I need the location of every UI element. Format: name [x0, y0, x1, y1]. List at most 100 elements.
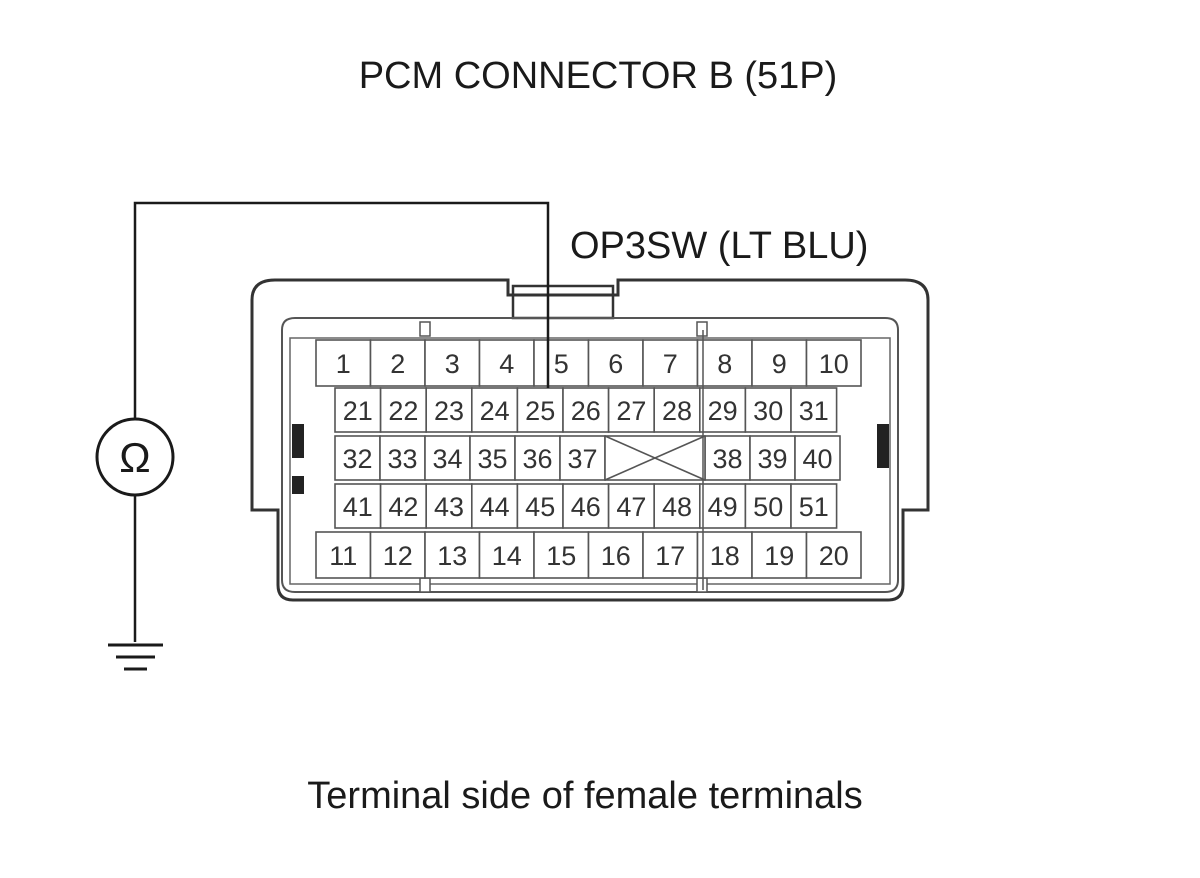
terminal-label: 12: [383, 541, 413, 571]
connector-latch: [511, 284, 615, 320]
terminal-label: 11: [329, 541, 357, 571]
ohmmeter-icon: Ω: [95, 417, 175, 497]
terminal-label: 8: [717, 349, 732, 379]
terminal-label: 6: [608, 349, 623, 379]
terminal-19: 19: [751, 531, 808, 579]
wire-label: OP3SW (LT BLU): [570, 225, 868, 267]
terminal-12: 12: [369, 531, 426, 579]
terminal-13: 13: [424, 531, 481, 579]
terminal-3: 3: [424, 339, 481, 387]
terminal-22: 22: [379, 387, 428, 433]
terminal-label: 28: [662, 396, 692, 426]
terminal-label: 13: [437, 541, 467, 571]
terminal-10: 10: [805, 339, 862, 387]
blank-cavity: [604, 435, 706, 481]
terminal-label: 10: [819, 349, 849, 379]
terminal-21: 21: [334, 387, 382, 433]
connector-housing: [250, 278, 930, 602]
terminal-label: 16: [601, 541, 631, 571]
key-tab-bottom-right: [696, 577, 708, 593]
terminal-label: 1: [336, 349, 351, 379]
terminal-7: 7: [642, 339, 699, 387]
terminal-label: 5: [554, 349, 569, 379]
terminal-label: 36: [522, 444, 552, 474]
terminal-label: 32: [342, 444, 372, 474]
terminal-label: 37: [567, 444, 597, 474]
side-lock-left-lower: [292, 476, 304, 494]
terminal-label: 38: [712, 444, 742, 474]
side-lock-right: [877, 424, 889, 468]
terminal-49: 49: [698, 483, 747, 529]
terminal-1: 1: [315, 339, 372, 387]
terminal-42: 42: [379, 483, 428, 529]
connector-inner-face: [281, 317, 899, 593]
terminal-label: 39: [757, 444, 787, 474]
terminal-label: 41: [343, 492, 373, 522]
terminal-33: 33: [379, 435, 426, 481]
terminal-label: 46: [571, 492, 601, 522]
terminal-label: 9: [772, 349, 787, 379]
terminal-label: 19: [764, 541, 794, 571]
terminal-label: 7: [663, 349, 678, 379]
terminal-label: 50: [753, 492, 783, 522]
diagram-title: PCM CONNECTOR B (51P): [359, 55, 838, 97]
terminal-label: 2: [390, 349, 405, 379]
terminal-11: 11: [315, 531, 372, 579]
terminal-8: 8: [696, 339, 753, 387]
terminal-38: 38: [704, 435, 751, 481]
key-tab-top-right: [696, 321, 708, 337]
terminal-label: 51: [799, 492, 829, 522]
terminal-47: 47: [607, 483, 655, 529]
terminal-25: 25: [516, 387, 564, 433]
terminal-label: 29: [708, 396, 738, 426]
terminal-label: 17: [655, 541, 685, 571]
terminal-5: 5: [533, 339, 590, 387]
terminal-label: 42: [388, 492, 418, 522]
terminal-31: 31: [790, 387, 838, 433]
key-tab-bottom-left: [419, 577, 431, 593]
terminal-label: 25: [525, 396, 555, 426]
terminal-43: 43: [425, 483, 473, 529]
terminal-27: 27: [607, 387, 655, 433]
connector-cavity: [289, 337, 891, 585]
terminal-label: 34: [432, 444, 462, 474]
terminal-label: 3: [445, 349, 460, 379]
terminal-label: 21: [343, 396, 373, 426]
terminal-label: 48: [662, 492, 692, 522]
ohm-symbol: Ω: [119, 434, 150, 481]
terminal-label: 35: [477, 444, 507, 474]
terminal-4: 4: [478, 339, 535, 387]
terminal-2: 2: [369, 339, 426, 387]
terminal-46: 46: [562, 483, 610, 529]
terminal-26: 26: [562, 387, 610, 433]
terminal-39: 39: [749, 435, 796, 481]
terminal-50: 50: [744, 483, 792, 529]
terminal-label: 45: [525, 492, 555, 522]
caption: Terminal side of female terminals: [307, 775, 862, 817]
terminal-44: 44: [470, 483, 519, 529]
terminal-41: 41: [334, 483, 382, 529]
side-lock-left-upper: [292, 424, 304, 458]
terminal-label: 4: [499, 349, 514, 379]
terminal-34: 34: [424, 435, 471, 481]
terminal-label: 30: [753, 396, 783, 426]
terminal-label: 15: [546, 541, 576, 571]
terminal-label: 40: [802, 444, 832, 474]
terminal-36: 36: [514, 435, 561, 481]
terminal-label: 24: [480, 396, 510, 426]
terminal-51: 51: [790, 483, 838, 529]
terminal-label: 44: [480, 492, 510, 522]
terminal-35: 35: [469, 435, 516, 481]
terminal-37: 37: [559, 435, 606, 481]
terminal-24: 24: [470, 387, 519, 433]
terminal-30: 30: [744, 387, 792, 433]
terminal-label: 31: [799, 396, 829, 426]
terminal-label: 43: [434, 492, 464, 522]
terminal-40: 40: [794, 435, 841, 481]
terminal-28: 28: [653, 387, 701, 433]
key-tab-top-left: [419, 321, 431, 337]
terminal-label: 18: [710, 541, 740, 571]
terminal-23: 23: [425, 387, 473, 433]
terminal-label: 26: [571, 396, 601, 426]
